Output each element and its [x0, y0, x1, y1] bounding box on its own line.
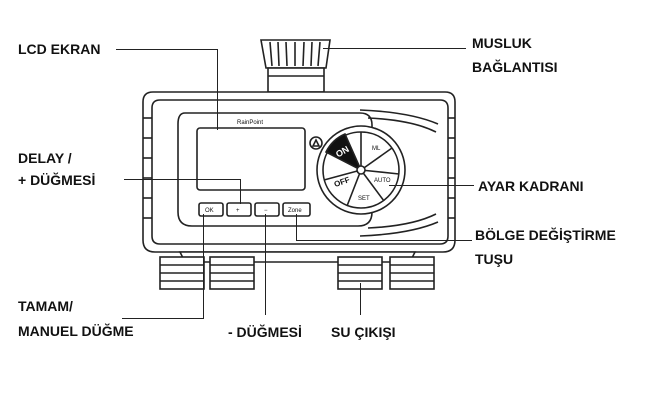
delay-leader-h [124, 179, 241, 180]
brand-logo: RainPoint [237, 120, 263, 126]
ok-button-icon [198, 202, 224, 217]
dial-label: AYAR KADRANI [478, 178, 584, 194]
ok-label-line2: MANUEL DÜĞME [18, 323, 134, 339]
minus-label: - DÜĞMESİ [228, 324, 302, 340]
zone-button-text: Zone [288, 208, 302, 214]
dial-set-text: SET [358, 196, 370, 202]
lcd-label: LCD EKRAN [18, 41, 101, 57]
dial-leader [389, 185, 474, 186]
outlet-leader [360, 283, 361, 315]
zone-label-line2: TUŞU [475, 251, 514, 267]
faucet-leader [323, 48, 466, 49]
zone-leader-v [296, 214, 297, 240]
dial-auto-text: AUTO [374, 178, 391, 184]
lcd-screen-icon [196, 127, 306, 191]
dial-ml-text: ML [372, 146, 381, 152]
ok-leader-h [122, 318, 204, 319]
indicator-icon [309, 136, 323, 150]
faucet-connector-icon [260, 39, 331, 93]
plus-button-text: + [236, 208, 240, 214]
lcd-leader-h [116, 49, 218, 50]
ok-label-line1: TAMAM/ [18, 298, 73, 314]
zone-leader-h [296, 240, 472, 241]
outlet-label: SU ÇIKIŞI [331, 324, 396, 340]
minus-leader [265, 214, 266, 315]
lcd-leader-v [217, 49, 218, 130]
faucet-label-line2: BAĞLANTISI [472, 59, 558, 75]
faucet-label-line1: MUSLUK [472, 35, 532, 51]
zone-label-line1: BÖLGE DEĞİŞTİRME [475, 227, 616, 243]
minus-button-icon [254, 202, 280, 217]
water-outlet-icon [159, 256, 435, 290]
delay-label-line2: + DÜĞMESİ [18, 172, 96, 188]
delay-leader-v [240, 179, 241, 204]
ok-button-text: OK [205, 208, 214, 214]
delay-label-line1: DELAY / [18, 150, 72, 166]
setting-dial-icon [316, 125, 406, 215]
minus-button-text: − [264, 208, 268, 214]
ok-leader-v [203, 214, 204, 318]
plus-button-icon [226, 202, 252, 217]
